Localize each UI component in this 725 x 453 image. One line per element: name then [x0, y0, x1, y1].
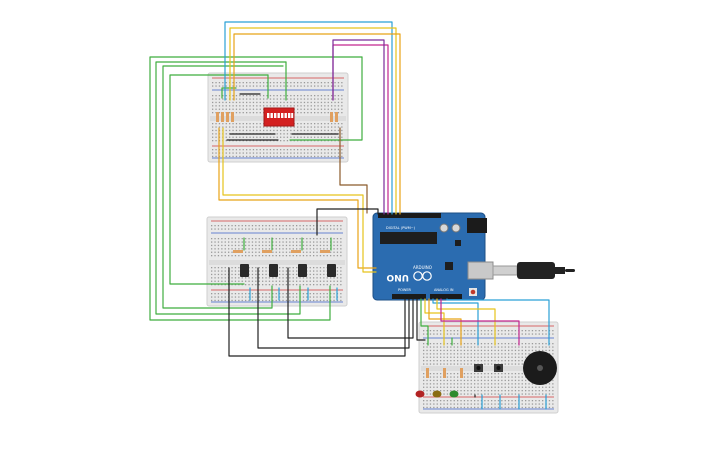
led-green[interactable]: [449, 390, 459, 398]
pushbutton-2[interactable]: [494, 364, 503, 372]
resistors-middle: [233, 250, 330, 253]
wires: [149, 21, 550, 410]
transistor-4[interactable]: [327, 264, 336, 277]
transistor-2[interactable]: [269, 264, 278, 277]
dip-switch-toggles: [267, 113, 294, 118]
usb-cable: [492, 262, 575, 279]
breadboard-middle: [206, 216, 348, 307]
arduino-digital-label: DIGITAL (PWM~): [386, 226, 416, 230]
arduino-brand-label: ARDUINO: [413, 265, 432, 270]
arduino-uno-label: UNO: [386, 272, 409, 282]
pushbutton-1[interactable]: [474, 364, 483, 372]
resistors-bottom: [426, 368, 463, 378]
led-red[interactable]: [415, 390, 425, 398]
resistor-group-right: [330, 112, 338, 122]
arduino-logo: [413, 271, 432, 281]
resistor-group-left: [216, 112, 234, 122]
piezo-buzzer[interactable]: [523, 351, 557, 385]
arduino-uno-board: UNO ARDUINO DIGITAL (PWM~) POWER ANALOG …: [372, 212, 494, 301]
transistor-3[interactable]: [298, 264, 307, 277]
transistor-1[interactable]: [240, 264, 249, 277]
dip-switch[interactable]: [263, 107, 295, 127]
arduino-power-label: POWER: [398, 288, 412, 292]
arduino-analog-label: ANALOG IN: [434, 288, 454, 292]
led-orange[interactable]: [432, 390, 442, 398]
